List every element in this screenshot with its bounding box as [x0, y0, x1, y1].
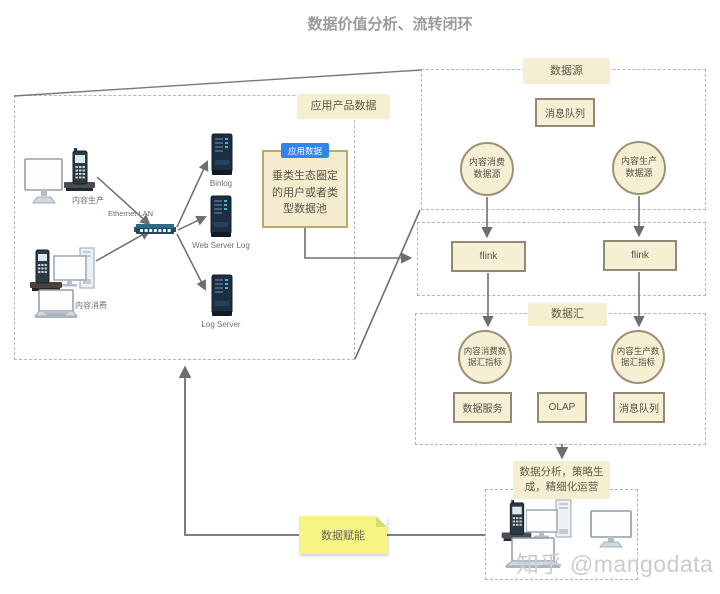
ethernet-lan-label: Ethernet LAN [108, 209, 154, 218]
analysis-label: 数据分析，策略生成，精细化运营 [513, 461, 610, 499]
log-server-icon [210, 274, 234, 323]
producer-label: 内容生产 [72, 196, 104, 205]
connector-switch-to-weblog [177, 215, 207, 231]
binlog-label: Binlog [209, 179, 233, 188]
producer-sink-circle: 内容生产数据汇指标 [611, 330, 665, 384]
consumer-workstation-icon [28, 246, 98, 299]
producer-phone-icon [63, 148, 97, 197]
operation-desktop-icon [525, 499, 572, 546]
producer-monitor-icon [24, 158, 64, 211]
source-message-queue-box: 消息队列 [535, 98, 595, 127]
data-source-title: 数据源 [523, 58, 610, 84]
operation-laptop-icon [504, 537, 562, 574]
flink-left-box: flink [451, 241, 526, 272]
flink-right-box: flink [603, 240, 677, 271]
consumer-label: 内容消费 [75, 301, 107, 310]
sink-message-queue-box: 消息队列 [613, 392, 665, 423]
web-server-log-label: Web Server Log [192, 241, 250, 250]
page-title: 数据价值分析、流转闭环 [307, 16, 473, 33]
app-data-note-tab: 应用数据 [281, 143, 329, 158]
connector-switch-to-logserver [176, 233, 206, 291]
connector-switch-to-binlog [176, 160, 209, 228]
connector-producer-to-switch [96, 176, 151, 226]
watermark: 知乎 @mangodata [516, 551, 714, 577]
app-product-data-region [14, 95, 355, 360]
ethernet-switch-icon [134, 221, 176, 242]
connector-note-to-flink [304, 228, 413, 264]
consumer-laptop-icon [33, 289, 79, 324]
web-server-log-icon [209, 195, 233, 244]
consumer-source-circle: 内容消费数据源 [460, 142, 514, 196]
data-sink-title: 数据汇 [528, 303, 607, 326]
connector-consumer-to-switch [95, 229, 151, 262]
log-server-label: Log Server [201, 320, 241, 329]
data-service-box: 数据服务 [453, 392, 512, 423]
app-region-title: 应用产品数据 [297, 94, 390, 119]
data-empower-note: 数据赋能 [299, 516, 387, 554]
flink-region [417, 222, 706, 296]
olap-box: OLAP [537, 392, 587, 423]
binlog-server-icon [210, 133, 234, 182]
consumer-sink-circle: 内容消费数据汇指标 [458, 330, 512, 384]
projection-line-top [13, 69, 422, 97]
producer-source-circle: 内容生产数据源 [612, 141, 666, 195]
app-data-note: 垂类生态圈定的用户或者类型数据池 [262, 150, 348, 228]
connector-empower-feedback [178, 365, 485, 536]
projection-line-bottom [354, 209, 421, 360]
operation-monitor-icon [590, 510, 632, 553]
